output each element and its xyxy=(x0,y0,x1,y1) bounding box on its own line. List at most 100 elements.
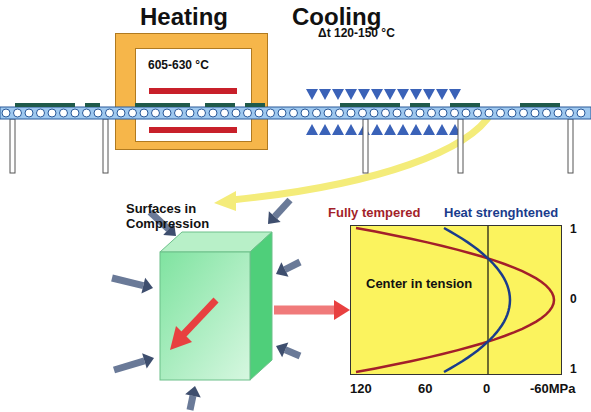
arrowhead xyxy=(334,300,350,320)
compression-arrowhead xyxy=(268,211,281,224)
roller xyxy=(370,109,378,117)
cooling-arrow xyxy=(336,44,341,90)
conveyor-leg xyxy=(458,119,463,173)
conveyor-leg xyxy=(363,119,368,173)
conveyor-leg xyxy=(568,119,573,173)
axis-tick: -60MPa xyxy=(530,381,576,396)
glass-sheet xyxy=(340,103,400,107)
roller xyxy=(451,109,459,117)
roller xyxy=(508,109,516,117)
roller xyxy=(543,109,551,117)
cooling-arrow xyxy=(362,44,367,90)
cooling-arrow xyxy=(427,44,432,90)
stress-curve xyxy=(356,228,554,372)
roller xyxy=(48,109,56,117)
cooling-arrowhead xyxy=(410,89,422,100)
heater-bar xyxy=(149,88,237,94)
cooling-arrow xyxy=(310,44,315,90)
cooling-arrow xyxy=(388,134,393,172)
compression-arrow xyxy=(285,262,300,270)
cooling-arrowhead xyxy=(397,124,409,135)
roller xyxy=(566,109,574,117)
roller xyxy=(497,109,505,117)
roller xyxy=(359,109,367,117)
cooling-arrowhead xyxy=(332,89,344,100)
cooling-arrowhead xyxy=(345,89,357,100)
cooling-arrow xyxy=(388,44,393,90)
glass-sheet xyxy=(410,103,430,107)
compression-arrowhead xyxy=(185,386,201,397)
stress-chart: Center in tension xyxy=(350,225,562,375)
roller xyxy=(278,109,286,117)
roller xyxy=(83,109,91,117)
roller xyxy=(37,109,45,117)
cube-label: Surfaces in Compression xyxy=(126,202,226,232)
roller xyxy=(336,109,344,117)
roller xyxy=(416,109,424,117)
compression-arrow xyxy=(190,396,193,410)
compression-arrow xyxy=(275,200,290,217)
compression-arrowhead xyxy=(276,262,289,276)
compression-arrow xyxy=(285,350,300,356)
cooling-arrowhead xyxy=(397,89,409,100)
axis-tick: 120 xyxy=(350,381,372,396)
roller xyxy=(531,109,539,117)
roller xyxy=(393,109,401,117)
roller xyxy=(439,109,447,117)
roller xyxy=(290,109,298,117)
cooling-arrowhead xyxy=(423,89,435,100)
cooling-arrow xyxy=(414,44,419,90)
cooling-arrow xyxy=(349,134,354,172)
roller xyxy=(71,109,79,117)
chart-label: Center in tension xyxy=(366,276,472,291)
axis-tick: 1 xyxy=(570,222,577,236)
compression-arrowhead xyxy=(141,278,153,294)
legend-label: Fully tempered xyxy=(328,205,420,220)
cooling-arrowhead xyxy=(410,124,422,135)
tension-arrow xyxy=(170,300,216,350)
heater-bar xyxy=(149,127,237,133)
roller xyxy=(577,109,585,117)
compression-arrowhead xyxy=(276,342,288,357)
cooling-arrowhead xyxy=(306,124,318,135)
cooling-arrowhead xyxy=(449,89,461,100)
cooling-arrow xyxy=(453,44,458,90)
cooling-arrowhead xyxy=(371,89,383,100)
cooling-arrowhead xyxy=(436,124,448,135)
cooling-arrowhead xyxy=(319,89,331,100)
glass-sheet xyxy=(85,103,100,107)
connector-line xyxy=(274,306,336,315)
glass-sheet xyxy=(15,103,75,107)
compression-arrow xyxy=(112,278,143,286)
cooling-arrowhead xyxy=(306,89,318,100)
legend-label: Heat strenghtened xyxy=(444,205,558,220)
cooling-arrow xyxy=(401,44,406,90)
roller xyxy=(324,109,332,117)
roller xyxy=(94,109,102,117)
roller xyxy=(485,109,493,117)
cooling-arrowhead xyxy=(319,124,331,135)
glass-cube: Surfaces in Compression xyxy=(118,200,274,386)
cooling-arrowhead xyxy=(345,124,357,135)
compression-arrow xyxy=(114,361,144,370)
stress-curve xyxy=(444,228,510,372)
cooling-arrowhead xyxy=(358,89,370,100)
roller xyxy=(405,109,413,117)
roller xyxy=(462,109,470,117)
temperature-label: 605-630 °C xyxy=(148,58,209,72)
stress-curves xyxy=(351,226,561,374)
compression-arrows xyxy=(112,200,300,410)
roller xyxy=(60,109,68,117)
roller xyxy=(25,109,33,117)
yellow-arrow xyxy=(232,112,492,200)
glass-cube xyxy=(160,232,272,380)
roller xyxy=(301,109,309,117)
cooling-arrow xyxy=(323,134,328,172)
zero-line xyxy=(487,226,488,374)
cooling-arrow xyxy=(323,44,328,90)
roller xyxy=(313,109,321,117)
roller xyxy=(520,109,528,117)
roller xyxy=(428,109,436,117)
cooling-arrowhead xyxy=(332,124,344,135)
delta-label: Δt 120-150 °C xyxy=(318,26,395,40)
